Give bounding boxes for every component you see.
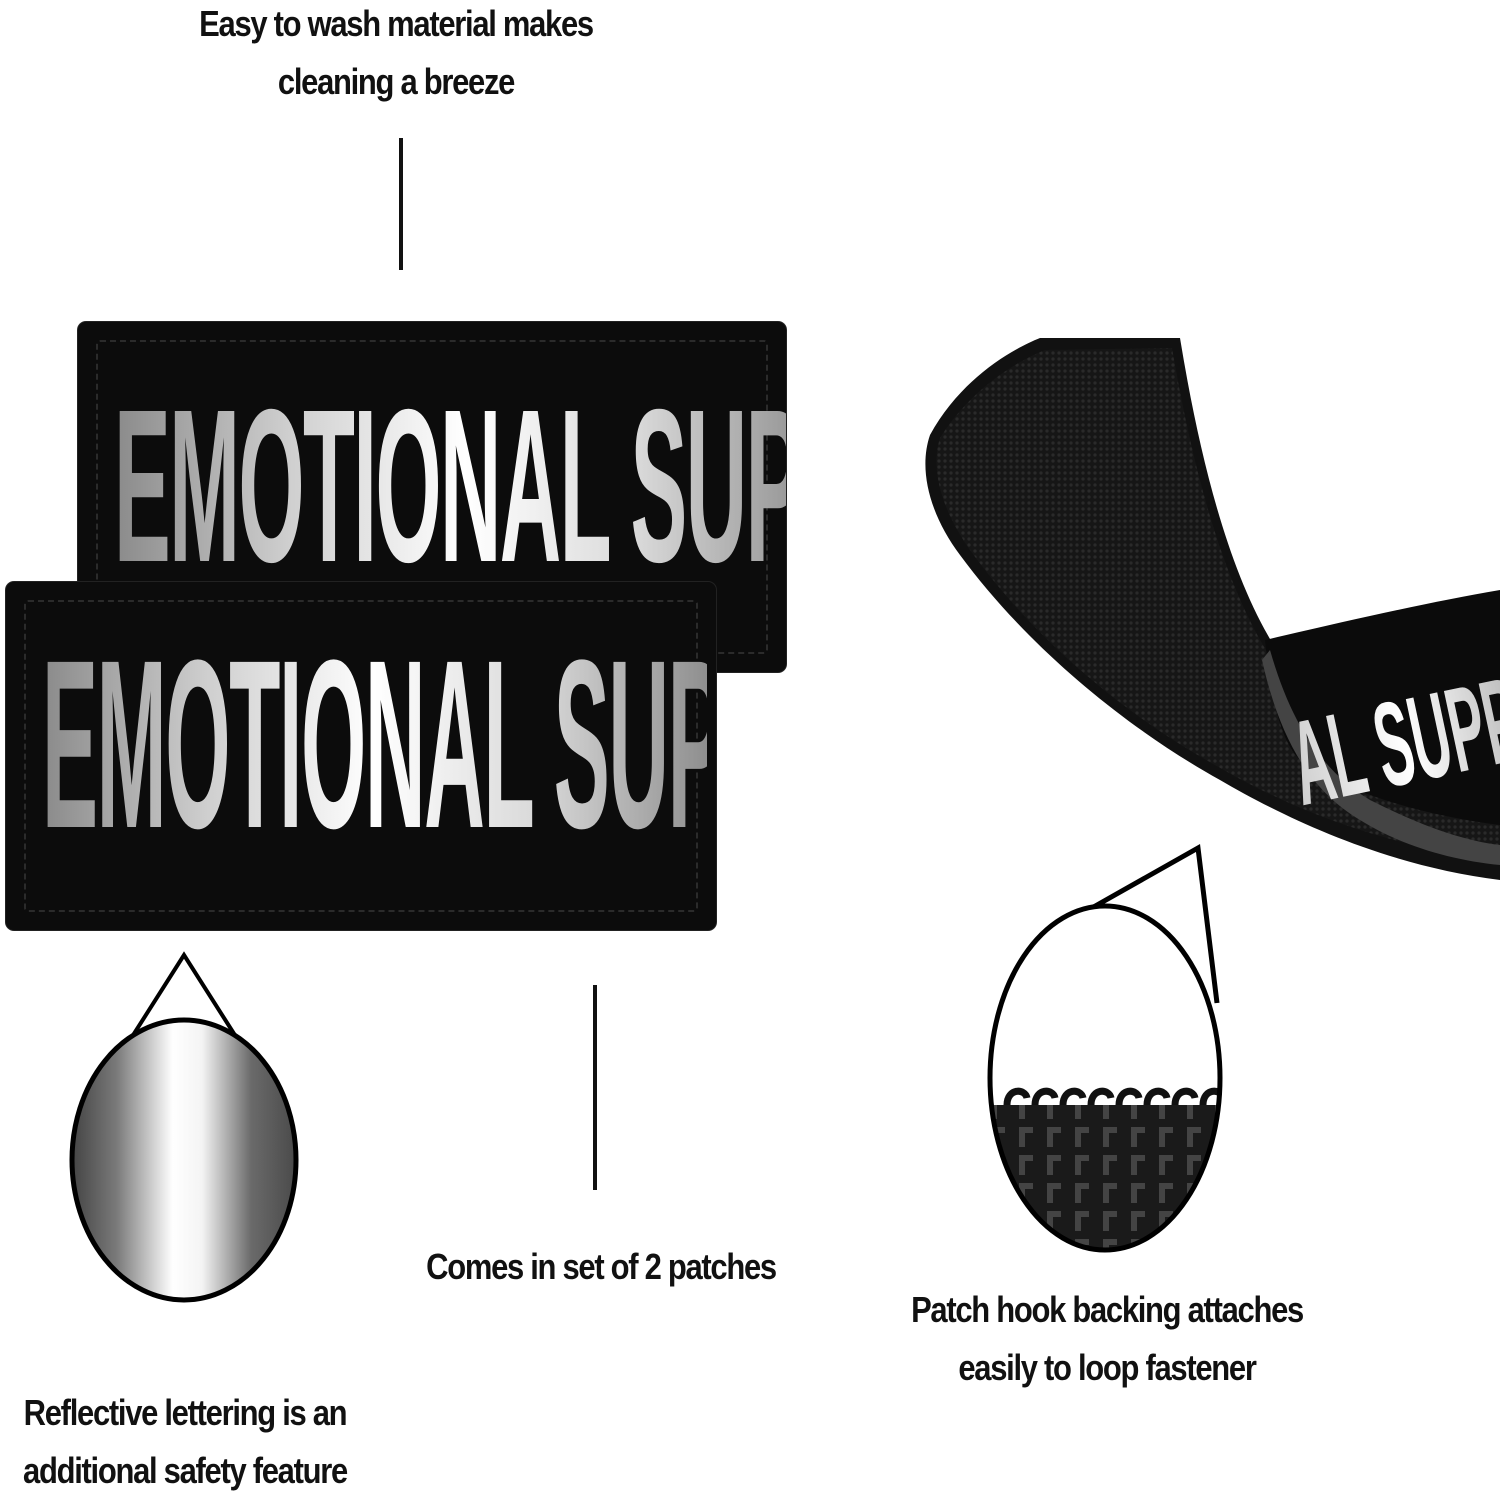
hook-caption: Patch hook backing attaches easily to lo… [892,1281,1322,1397]
washable-caption-line1: Easy to wash material makes [199,3,594,44]
hook-caption-line1: Patch hook backing attaches [911,1289,1304,1330]
set-caption-line1: Comes in set of 2 patches [426,1246,777,1287]
patch-front: EMOTIONAL SUPPORT [6,582,716,930]
patch-stitching [24,600,698,912]
washable-caption: Easy to wash material makes cleaning a b… [181,0,611,111]
reflective-caption-line1: Reflective lettering is an [23,1392,348,1433]
set-caption: Comes in set of 2 patches [403,1238,799,1296]
patch-back-label: EMOTIONAL SUPPORT [114,362,786,612]
hook-caption-line2: easily to loop fastener [958,1347,1257,1388]
reflective-lens-icon [69,951,299,1303]
reflective-caption: Reflective lettering is an additional sa… [0,1384,379,1500]
hook-lens-icon [987,843,1223,1253]
curled-patch-image: AL SUPP [925,338,1500,880]
washable-pointer-line [399,138,403,270]
set-pointer-line [593,985,597,1190]
reflective-magnifier-icon [0,0,300,380]
patch-front-label: EMOTIONAL SUPPORT [42,604,716,884]
reflective-caption-line2: additional safety feature [23,1450,348,1491]
washable-caption-line2: cleaning a breeze [277,61,515,102]
